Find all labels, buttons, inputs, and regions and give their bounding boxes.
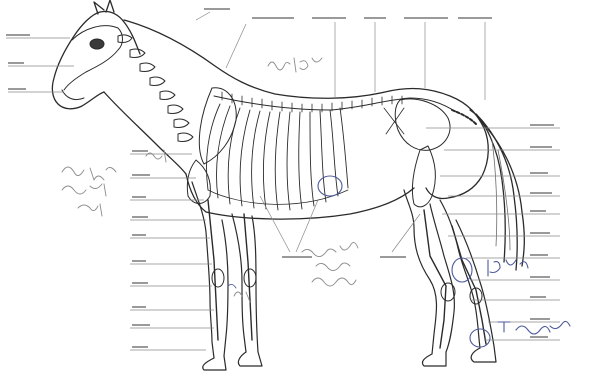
note-neck-scribble <box>268 58 322 72</box>
eye-socket <box>90 39 104 49</box>
femur <box>412 146 435 207</box>
pelvis <box>395 99 450 150</box>
printed-labels <box>6 8 554 348</box>
note-belly-scribble <box>302 242 358 256</box>
skeleton <box>62 26 486 348</box>
skull <box>64 26 123 90</box>
blue-pen-annotations <box>228 176 570 347</box>
horse-legs <box>192 182 496 370</box>
cervical-vertebrae <box>118 35 193 142</box>
ribcage <box>207 104 349 210</box>
circle-mark-belly <box>318 176 342 196</box>
note-left-scribble <box>62 167 116 180</box>
note-hoof-scribble <box>498 321 570 334</box>
note-hock-scribble <box>488 260 528 276</box>
leader-lines <box>6 12 560 350</box>
